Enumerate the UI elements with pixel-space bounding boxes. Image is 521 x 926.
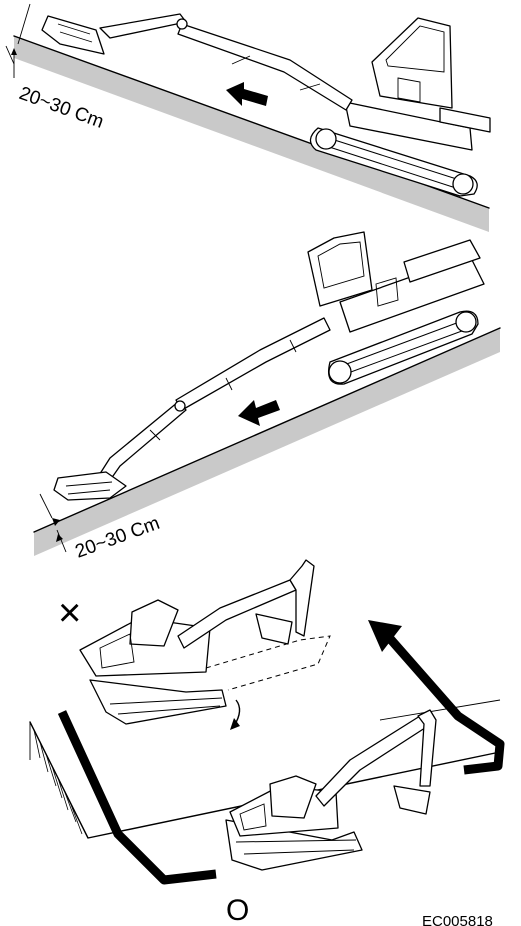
- slope-surface-line-middle: [33, 327, 501, 533]
- up-arrow-icon: [368, 620, 402, 652]
- excavator-wrong-position: [79, 559, 331, 730]
- excavator-long-reach-top: [41, 13, 491, 197]
- slope-ground-top: [14, 36, 489, 232]
- hillside-edge: [29, 721, 501, 839]
- panel-bottom-route: × O EC005818: [29, 559, 505, 926]
- panel-middle-ascending: 20~30 Cm: [33, 231, 501, 563]
- excavator-long-reach-middle: [53, 231, 485, 501]
- panel-top-descending: 20~30 Cm: [5, 3, 491, 232]
- left-arrow-icon: [238, 400, 280, 426]
- excavator-correct-position: [225, 709, 437, 871]
- hillside-back-edge: [379, 699, 501, 721]
- hillside-hatching: [33, 729, 83, 835]
- wrong-mark: ×: [58, 591, 81, 635]
- depth-dimension-top: [5, 3, 31, 78]
- route-path-right: [382, 631, 505, 775]
- figure-code: EC005818: [422, 913, 493, 926]
- route-path-left: [57, 710, 217, 885]
- depth-dimension-middle: [39, 493, 67, 553]
- left-arrow-icon: [226, 82, 268, 106]
- slope-ground-middle: [34, 328, 500, 556]
- depth-label-top: 20~30 Cm: [16, 83, 106, 133]
- correct-mark: O: [226, 894, 249, 926]
